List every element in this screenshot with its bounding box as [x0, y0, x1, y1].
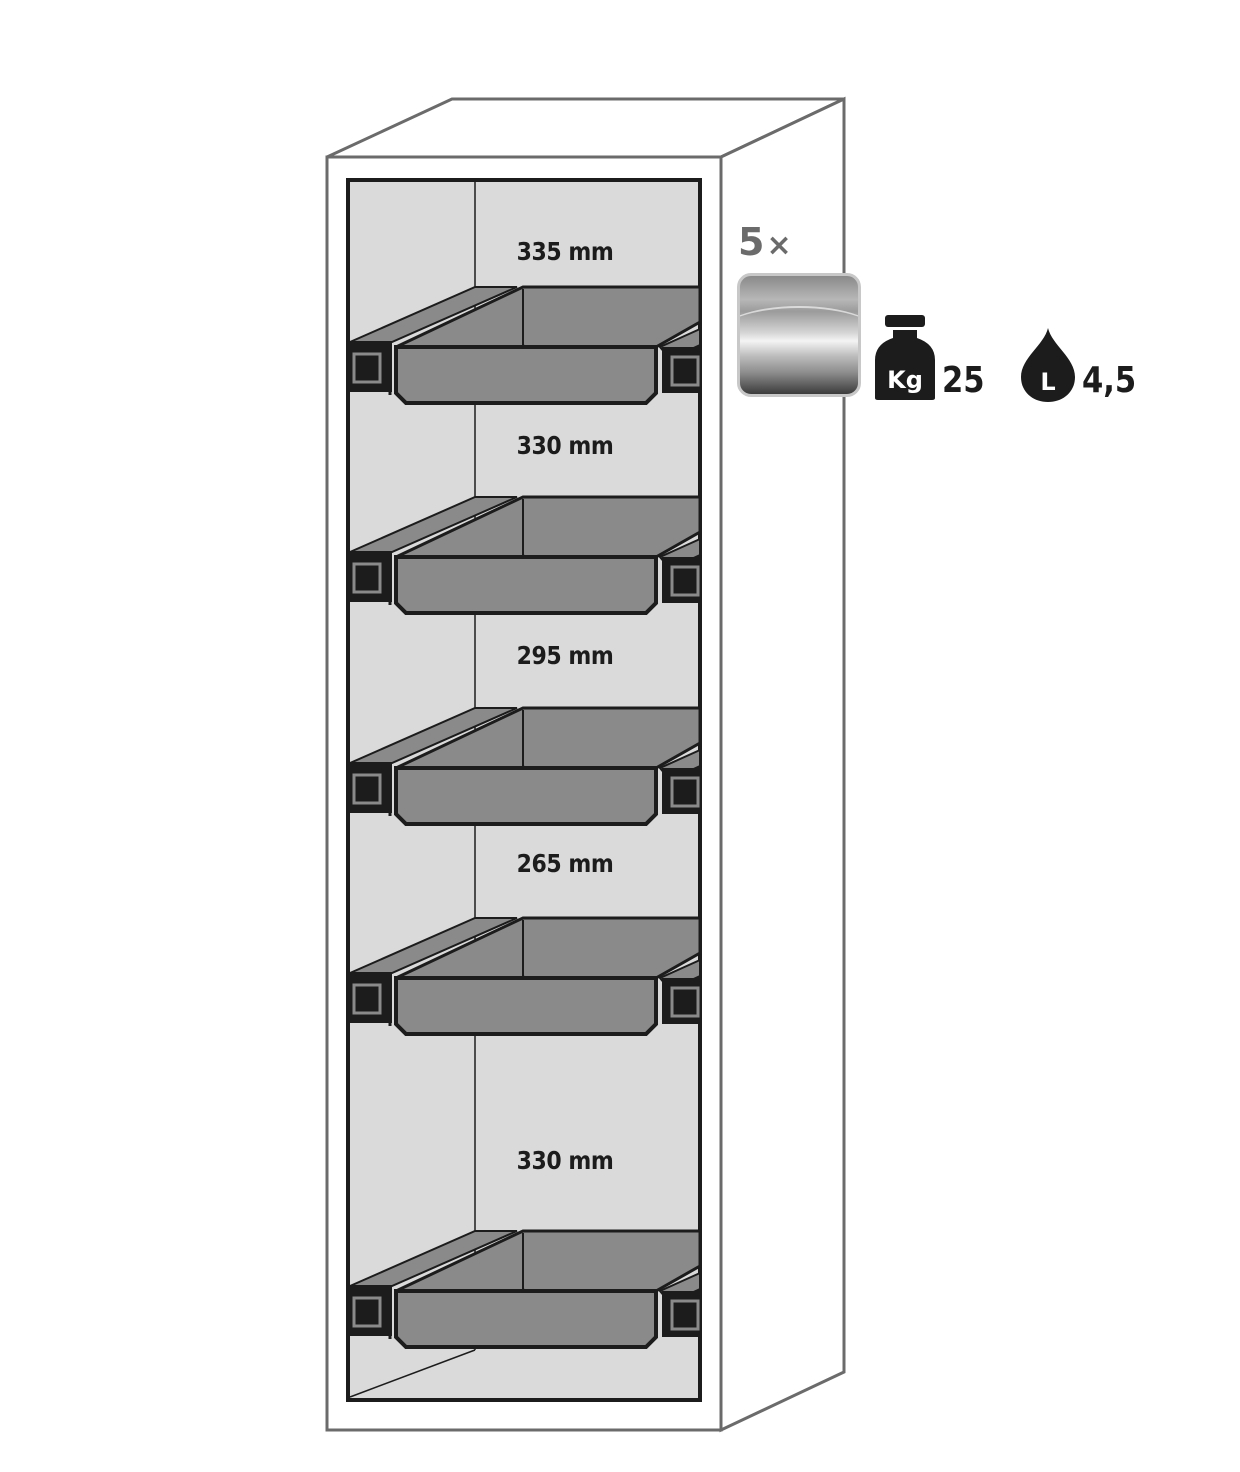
volume-capacity-value: 4,5: [1082, 360, 1137, 401]
tray-quantity-label: 5×: [738, 220, 794, 264]
quantity-value: 5: [738, 220, 767, 264]
compartment-height-2: 330 mm: [516, 431, 614, 460]
compartment-height-5: 330 mm: [516, 1146, 614, 1175]
weight-kg-icon: Kg: [875, 315, 935, 400]
multiplier-symbol: ×: [766, 228, 794, 263]
svg-text:Kg: Kg: [887, 366, 923, 394]
stainless-steel-swatch-icon: [737, 273, 861, 397]
compartment-height-1: 335 mm: [516, 237, 614, 266]
load-capacity-value: 25: [942, 360, 985, 401]
compartment-height-4: 265 mm: [516, 849, 614, 878]
liquid-drop-icon: L: [1021, 328, 1075, 402]
svg-text:L: L: [1040, 368, 1055, 396]
compartment-height-3: 295 mm: [516, 641, 614, 670]
